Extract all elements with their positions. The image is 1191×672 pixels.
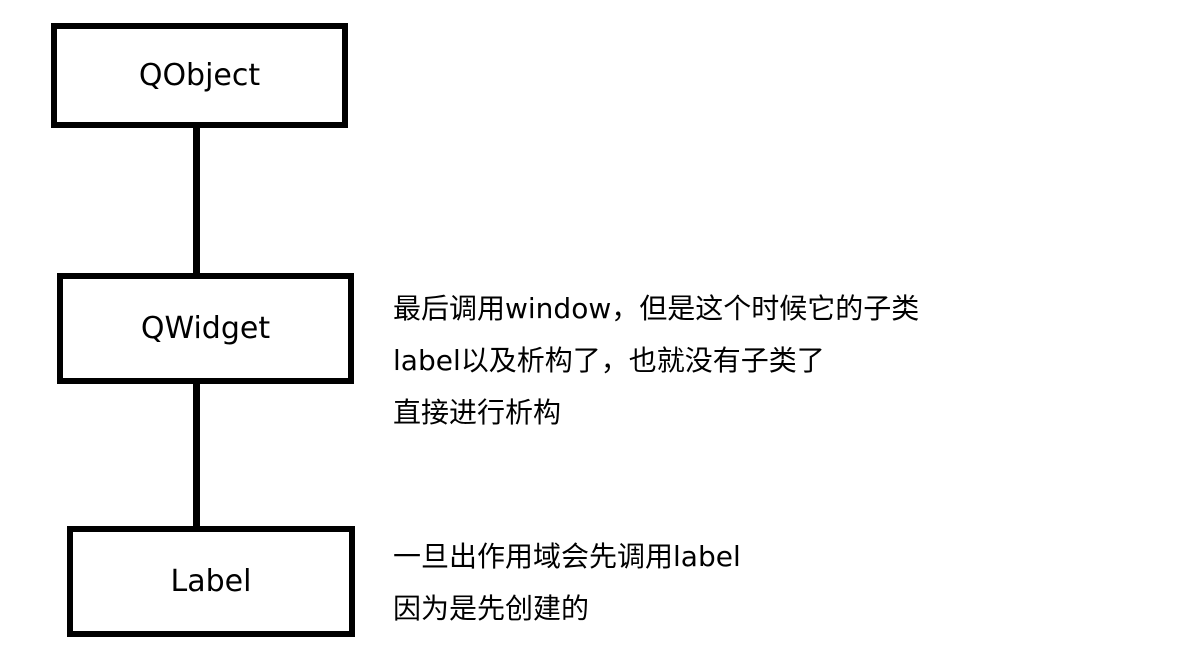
- annotation-label-destruction: 一旦出作用域会先调用label 因为是先创建的: [393, 531, 741, 635]
- annotation-window-destruction: 最后调用window，但是这个时候它的子类 label以及析构了，也就没有子类了…: [393, 283, 919, 439]
- node-qwidget: QWidget: [57, 273, 354, 384]
- connector-qwidget-label: [193, 380, 200, 530]
- annotation-line: 直接进行析构: [393, 396, 562, 429]
- annotation-line: label以及析构了，也就没有子类了: [393, 344, 825, 377]
- node-label-text: Label: [170, 563, 252, 599]
- node-qobject-text: QObject: [138, 57, 261, 93]
- node-qwidget-text: QWidget: [140, 310, 271, 346]
- annotation-line: 一旦出作用域会先调用label: [393, 540, 741, 573]
- annotation-line: 因为是先创建的: [393, 592, 590, 625]
- connector-qobject-qwidget: [193, 125, 200, 277]
- node-label: Label: [67, 526, 355, 637]
- node-qobject: QObject: [51, 23, 348, 128]
- annotation-line: 最后调用window，但是这个时候它的子类: [393, 292, 920, 325]
